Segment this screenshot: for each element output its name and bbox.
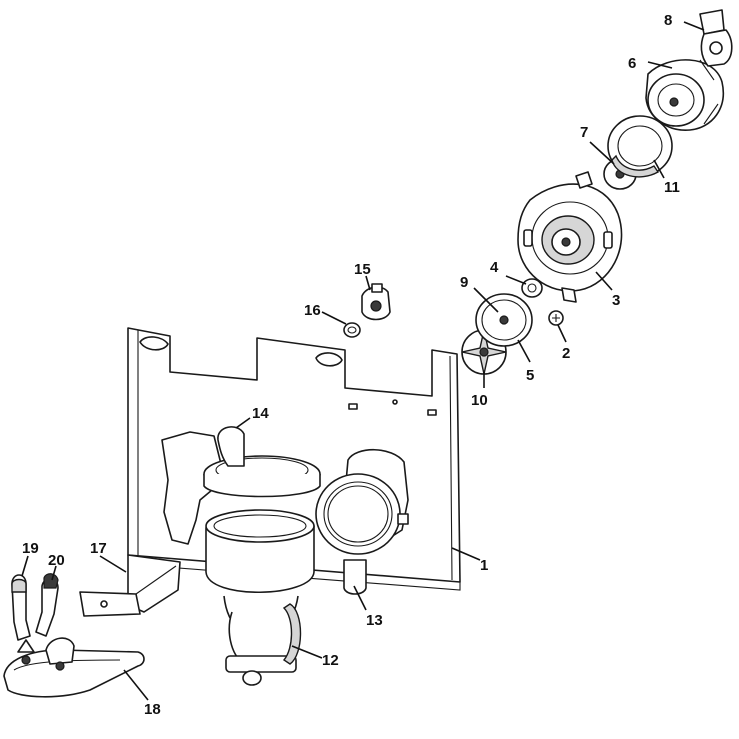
leader-9	[473, 287, 499, 313]
callout-6: 6	[628, 55, 636, 72]
leader-7	[589, 141, 615, 165]
callout-17: 17	[90, 540, 107, 557]
callout-10: 10	[471, 392, 488, 409]
screw	[548, 310, 564, 326]
leader-5	[517, 339, 531, 363]
callout-4: 4	[490, 259, 499, 276]
washer	[521, 278, 543, 298]
callout-9: 9	[460, 274, 468, 291]
hose-connector-right	[35, 573, 59, 637]
pump-bowl	[205, 509, 315, 686]
leader-1	[451, 547, 481, 561]
callout-3: 3	[612, 292, 620, 309]
connector	[699, 9, 733, 67]
callout-16: 16	[304, 302, 321, 319]
heating-element	[3, 637, 145, 698]
leader-17	[99, 555, 127, 573]
leader-11	[653, 159, 665, 179]
leader-20	[51, 565, 57, 581]
fitting	[361, 283, 391, 321]
callouts: 1 2 3 4 5 6 7 8 9 10 11 12 13 14 15 16 1…	[22, 12, 680, 718]
leader-16	[321, 311, 347, 325]
leader-4	[505, 275, 527, 285]
leader-13	[353, 585, 367, 611]
callout-2: 2	[562, 345, 570, 362]
callout-1: 1	[480, 557, 488, 574]
leader-19	[21, 555, 29, 577]
collar-ring	[203, 426, 321, 498]
leader-6	[647, 61, 673, 69]
flange-ring	[315, 473, 409, 595]
callout-15: 15	[354, 261, 371, 278]
leader-lines	[21, 21, 705, 701]
motor	[645, 59, 725, 131]
leader-3	[595, 271, 613, 291]
pump-housing	[517, 171, 623, 303]
leader-18	[123, 669, 149, 701]
callout-5: 5	[526, 367, 534, 384]
callout-19: 19	[22, 540, 39, 557]
callout-13: 13	[366, 612, 383, 629]
leader-15	[365, 275, 371, 291]
callout-18: 18	[144, 701, 161, 718]
o-ring	[343, 322, 361, 338]
callout-8: 8	[664, 12, 672, 29]
hose-connector-left	[11, 574, 31, 641]
leader-14	[235, 417, 251, 429]
support-bracket	[79, 554, 181, 617]
callout-14: 14	[252, 405, 269, 422]
callout-7: 7	[580, 124, 588, 141]
motor-flange	[607, 115, 673, 178]
callout-20: 20	[48, 552, 65, 569]
leader-8	[683, 21, 705, 31]
callout-11: 11	[664, 179, 680, 196]
seal-plate	[475, 293, 533, 347]
callout-12: 12	[322, 652, 339, 669]
leader-12	[291, 645, 323, 659]
leader-2	[557, 324, 567, 343]
